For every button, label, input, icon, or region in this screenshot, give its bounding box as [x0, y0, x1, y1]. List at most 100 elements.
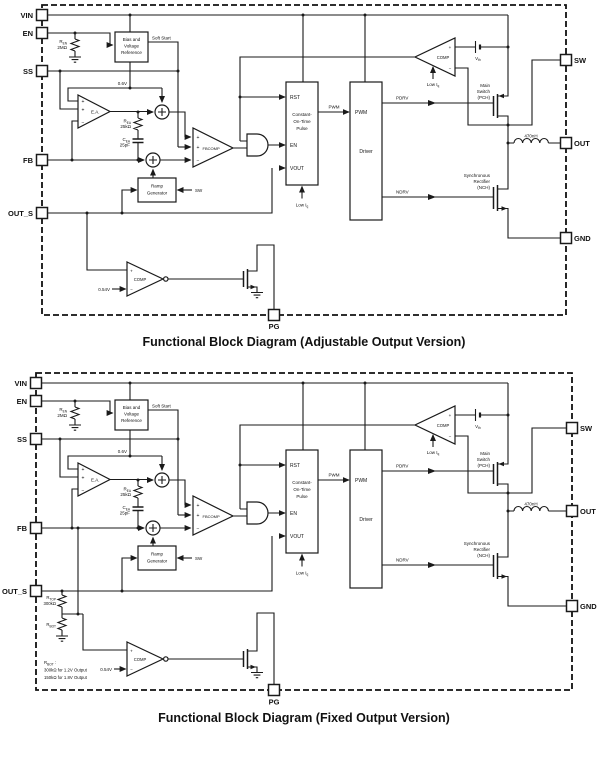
driver-block: PWM Driver — [349, 81, 383, 221]
pin-label-out-s: OUT_S — [2, 587, 27, 596]
pin-label-en: EN — [17, 397, 27, 406]
low-iq-label: Low Iq — [427, 82, 440, 88]
svg-text:−: − — [82, 488, 85, 494]
vin-pin — [29, 376, 43, 390]
low-iq-label: Low Iq — [296, 203, 309, 209]
diagram-title: Functional Block Diagram (Adjustable Out… — [143, 335, 466, 349]
sw-signal-label: SW — [195, 188, 203, 193]
svg-text:(NCH): (NCH) — [477, 553, 490, 558]
svg-text:2MΩ: 2MΩ — [57, 45, 67, 50]
svg-text:Pulse: Pulse — [296, 126, 308, 131]
pwm-wire-label: PWM — [329, 473, 340, 478]
svg-text:25kΩ: 25kΩ — [120, 492, 131, 497]
svg-text:Reference: Reference — [121, 418, 142, 423]
rea-resistor: REA 25kΩ — [120, 485, 144, 499]
ndrv-arrow — [428, 194, 436, 200]
fb-pin — [35, 153, 49, 167]
fbcomp-comparator: + + − FBCOMP — [192, 127, 235, 168]
ramp-generator-block: Ramp Generator — [137, 177, 177, 203]
sync-rectifier-nmos: Synchronous Rectifier (NCH) — [464, 173, 507, 211]
junction-dots — [58, 381, 510, 616]
pin-label-out: OUT — [574, 139, 590, 148]
svg-text:EN: EN — [290, 143, 297, 149]
cot-block: RST Constant- On-Time Pulse EN VOUT — [285, 449, 319, 554]
cea-capacitor: CEA 25pF — [120, 505, 144, 516]
en-pin — [29, 394, 43, 408]
svg-text:−: − — [82, 120, 85, 126]
svg-text:−: − — [449, 434, 452, 439]
out-s-pin — [35, 206, 49, 220]
svg-text:Constant-: Constant- — [292, 112, 312, 117]
svg-text:+: + — [82, 476, 85, 482]
cea-label: CEA — [122, 137, 130, 143]
driver-block: PWM Driver — [349, 449, 383, 589]
pwm-wire-label: PWM — [329, 105, 340, 110]
note-line-3: 150kΩ for 1.8V Output — [44, 675, 88, 680]
pdrv-arrow — [428, 468, 436, 474]
fixed-diagram: REN 2MΩ REA 25kΩ CEA 25pF Bias and Volta… — [2, 372, 597, 725]
svg-text:(NCH): (NCH) — [477, 185, 490, 190]
inductor-label: 470nH — [524, 502, 537, 507]
svg-text:+: + — [82, 467, 85, 473]
vref-label: 0.6V — [118, 449, 127, 454]
svg-text:Main: Main — [480, 83, 490, 88]
vth-comparator: + − COMP — [413, 37, 456, 77]
svg-text:Synchronous: Synchronous — [464, 173, 491, 178]
bias-block: Bias and Voltage Reference — [114, 31, 149, 63]
svg-text:E.A.: E.A. — [91, 477, 100, 482]
and-gate — [246, 501, 269, 525]
sw-signal-label: SW — [195, 556, 203, 561]
svg-text:2MΩ: 2MΩ — [57, 413, 67, 418]
cot-block: RST Constant- On-Time Pulse EN VOUT — [285, 81, 319, 186]
rbot-resistor: RBOT — [46, 617, 68, 642]
svg-text:Switch: Switch — [477, 457, 491, 462]
ground-symbol — [56, 635, 68, 642]
bias-block: Bias and Voltage Reference — [114, 399, 149, 431]
ndrv-arrow — [428, 562, 436, 568]
rea-label: REA — [123, 119, 131, 125]
svg-text:+: + — [449, 413, 452, 418]
svg-text:PWM: PWM — [355, 478, 367, 484]
rtop-resistor: RTOP 300kΩ — [43, 594, 68, 608]
svg-text:−: − — [197, 526, 200, 532]
vth-label: Vth — [475, 56, 481, 62]
wiring — [47, 14, 561, 310]
en-pin — [35, 26, 49, 40]
pin-label-gnd: GND — [580, 602, 597, 611]
pins: VIN EN SS FB OUT_S SW OUT GND PG — [2, 376, 597, 707]
pdrv-arrow — [428, 100, 436, 106]
chip-boundary — [35, 372, 573, 691]
svg-text:FBCOMP: FBCOMP — [203, 146, 220, 151]
vth-battery: Vth — [474, 409, 482, 430]
pin-label-vin: VIN — [20, 11, 33, 20]
pg-output-nmos — [242, 649, 263, 679]
svg-text:−: − — [130, 287, 133, 292]
gnd-pin — [559, 231, 573, 245]
pin-label-gnd: GND — [574, 234, 591, 243]
pg-pin — [267, 683, 281, 697]
out-pin — [565, 504, 579, 518]
rtop-label: RTOP — [46, 595, 56, 601]
svg-text:25pF: 25pF — [120, 511, 131, 516]
summing-junction-1 — [154, 472, 170, 488]
junction-dots — [58, 13, 510, 215]
ground-symbol — [251, 291, 263, 299]
pin-label-ss: SS — [23, 67, 33, 76]
svg-text:On-Time: On-Time — [293, 487, 311, 492]
svg-text:Rectifier: Rectifier — [473, 547, 490, 552]
svg-text:Rectifier: Rectifier — [473, 179, 490, 184]
note-line-2: 300kΩ for 1.2V Output — [44, 668, 88, 673]
pg-comparator: + − COMP — [126, 261, 169, 297]
svg-text:+: + — [82, 108, 85, 114]
svg-text:EN: EN — [290, 511, 297, 517]
rea-resistor: REA 25kΩ — [120, 117, 144, 131]
pg-ref-label: 0.54V — [98, 287, 110, 292]
vth-comparator: + − COMP — [413, 405, 456, 445]
svg-text:300kΩ: 300kΩ — [43, 601, 56, 606]
ren-resistor: REN 2MΩ — [57, 38, 81, 63]
svg-text:COMP: COMP — [437, 55, 450, 60]
cea-capacitor: CEA 25pF — [120, 137, 144, 148]
svg-text:VOUT: VOUT — [290, 534, 304, 540]
summing-junction-2 — [145, 520, 161, 536]
rea-label: REA — [123, 487, 131, 493]
